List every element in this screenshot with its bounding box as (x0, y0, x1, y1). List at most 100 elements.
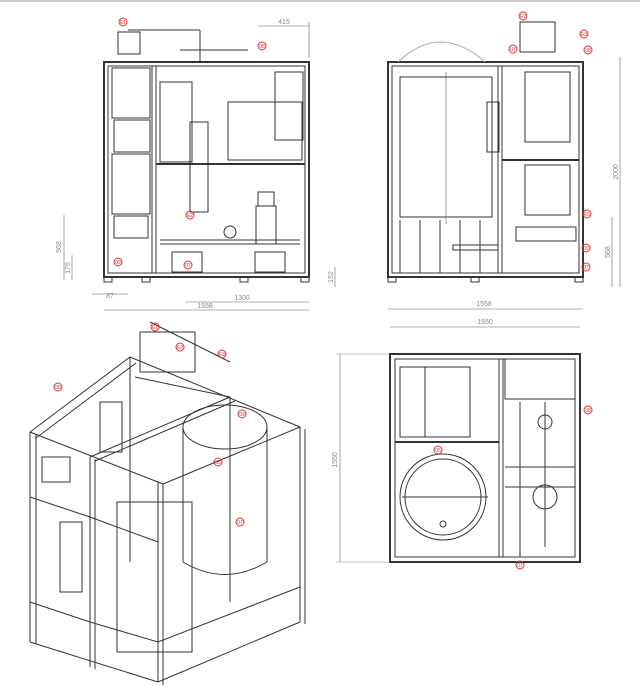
foot (141, 276, 151, 283)
dimension-label: 1300 (234, 295, 250, 302)
frame-member (29, 431, 164, 485)
callout-label: 07 (583, 265, 589, 271)
callout-label: E1 (152, 325, 158, 331)
callout-marker (583, 405, 593, 415)
tank-port (439, 520, 447, 528)
callout-marker (113, 257, 123, 267)
base (254, 251, 286, 273)
top-view (336, 326, 581, 563)
isometric-view (29, 321, 306, 685)
callout-marker (581, 262, 591, 272)
frame-member (29, 496, 91, 518)
callout-label: E5 (584, 212, 590, 218)
pump (255, 205, 277, 245)
pipe (149, 321, 231, 363)
callout-marker (118, 17, 128, 27)
pressure-gauge (223, 225, 237, 239)
cabinet (116, 501, 193, 653)
front-view (63, 22, 336, 311)
callout-marker (213, 457, 223, 467)
frame-member (162, 426, 301, 485)
vessel-top (504, 358, 576, 400)
frame-member (29, 641, 159, 683)
frame-member (89, 621, 159, 643)
valve-group (515, 226, 577, 242)
callout-label: E2 (177, 345, 183, 351)
tank-bottom (182, 561, 268, 575)
tank-lower (111, 153, 151, 215)
foot (470, 276, 480, 283)
dimension-label: 415 (278, 19, 290, 26)
callout-marker (183, 260, 193, 270)
callout-label: E3 (581, 32, 587, 38)
callout-label: 08 (585, 408, 591, 414)
callout-label: 08 (259, 44, 265, 50)
inner-frame (394, 358, 576, 558)
callout-marker (581, 243, 591, 253)
dimension-label: 1558 (476, 301, 492, 308)
column (189, 121, 209, 213)
callout-label: 05 (215, 460, 221, 466)
dimension-label: 1558 (197, 303, 213, 310)
frame-member (134, 376, 231, 398)
callout-label: 05 (435, 448, 441, 454)
callout-label: 07 (185, 263, 191, 269)
crossbar (452, 244, 499, 251)
callout-label: 09 (583, 246, 589, 252)
inner-frame (107, 65, 306, 274)
callout-marker (185, 210, 195, 220)
side-view (387, 21, 621, 310)
motor (257, 191, 275, 207)
valve-assembly (117, 31, 141, 55)
foot (103, 276, 113, 283)
control-box (227, 101, 303, 161)
frame-member (94, 400, 236, 462)
bellows (113, 119, 151, 153)
dimension-label: 176 (65, 262, 72, 274)
dimension-label: 568 (56, 241, 63, 253)
frame-member (29, 601, 91, 623)
dimension-label: 568 (605, 246, 612, 258)
callout-label: E1 (120, 20, 126, 26)
hmi-screen (41, 456, 71, 483)
callout-label: 09 (115, 260, 121, 266)
foot (387, 276, 397, 283)
outer-frame (103, 61, 310, 278)
callout-marker (257, 41, 267, 51)
bellows-lower (113, 215, 149, 239)
callout-marker (235, 517, 245, 527)
callout-marker (150, 322, 160, 332)
dimension-label: 87 (106, 293, 114, 300)
frame-member (89, 396, 231, 458)
callout-label: 07 (510, 47, 516, 53)
control-cabinet (399, 366, 471, 438)
callout-label: 08 (585, 48, 591, 54)
vessel (159, 81, 193, 163)
callout-marker (583, 45, 593, 55)
dimension-label: 2000 (613, 164, 620, 180)
callout-label: E3 (219, 352, 225, 358)
tank-lid-arc (397, 41, 486, 63)
foot (574, 276, 584, 283)
callout-marker (53, 382, 63, 392)
callout-marker (175, 342, 185, 352)
frame-member (157, 586, 301, 643)
upper-vessel (524, 71, 571, 143)
callout-marker (579, 29, 589, 39)
callout-marker (515, 560, 525, 570)
inner-frame (391, 65, 580, 274)
callout-marker (518, 11, 528, 21)
callout-label: 07 (517, 563, 523, 569)
dimension-label: 1550 (332, 452, 339, 468)
dimension-label: 1550 (477, 319, 493, 326)
foot (239, 276, 249, 283)
pump-base (171, 251, 203, 273)
pump-motor (59, 521, 83, 593)
callout-marker (508, 44, 518, 54)
callout-label: 07 (237, 520, 243, 526)
callout-marker (217, 349, 227, 359)
lower-vessel (524, 164, 571, 216)
